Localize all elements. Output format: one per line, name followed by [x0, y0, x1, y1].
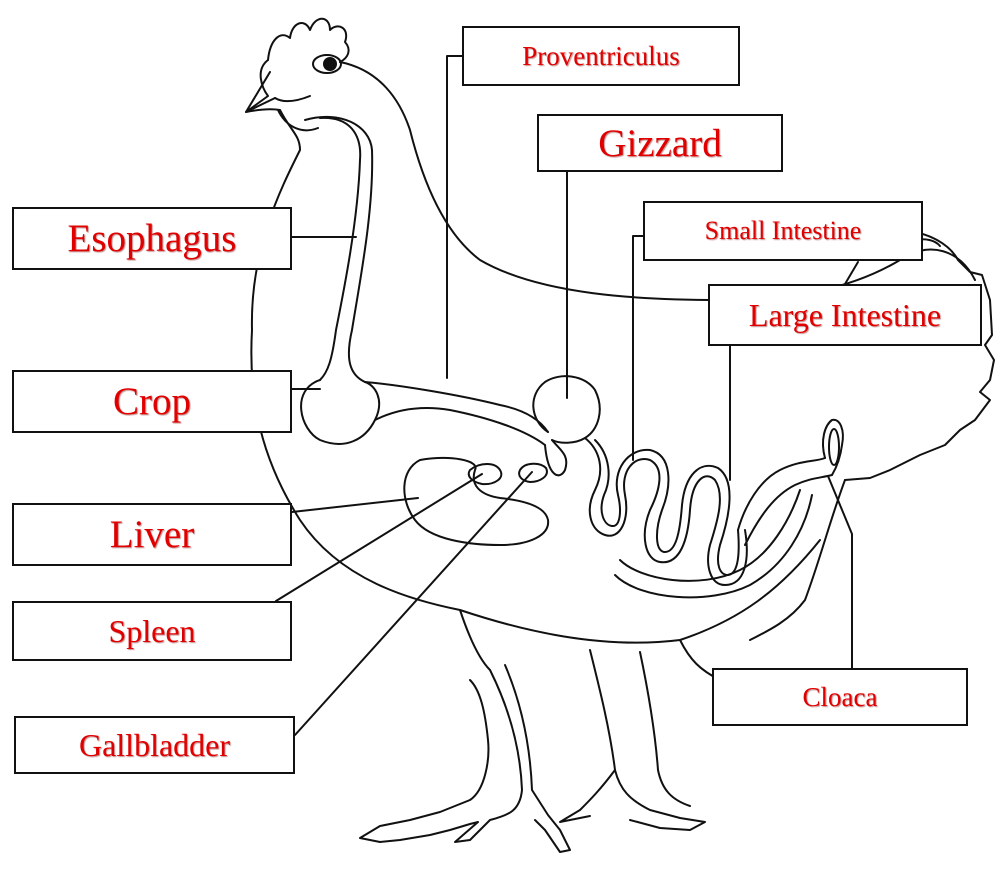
label-esophagus: Esophagus [12, 207, 292, 270]
label-large-intestine: Large Intestine [708, 284, 982, 346]
label-gallbladder-text: Gallbladder [79, 729, 230, 761]
label-cloaca: Cloaca [712, 668, 968, 726]
label-gallbladder: Gallbladder [14, 716, 295, 774]
label-spleen-text: Spleen [108, 615, 195, 647]
label-esophagus-text: Esophagus [68, 219, 237, 258]
leader-cloaca [828, 476, 852, 668]
label-cloaca-text: Cloaca [803, 684, 878, 711]
label-liver-text: Liver [110, 515, 194, 554]
leader-liver [292, 498, 418, 512]
label-gizzard: Gizzard [537, 114, 783, 172]
label-large-intestine-text: Large Intestine [749, 299, 941, 331]
label-small-intestine: Small Intestine [643, 201, 923, 261]
label-crop: Crop [12, 370, 292, 433]
label-crop-text: Crop [113, 382, 191, 421]
leader-gallbladder [295, 472, 532, 735]
digestive-tract [301, 117, 843, 597]
label-gizzard-text: Gizzard [598, 124, 721, 163]
label-small-intestine-text: Small Intestine [705, 218, 862, 244]
label-proventriculus: Proventriculus [462, 26, 740, 86]
label-spleen: Spleen [12, 601, 292, 661]
leader-small-intestine [633, 236, 643, 460]
leader-proventriculus [447, 56, 462, 378]
label-proventriculus-text: Proventriculus [522, 43, 679, 70]
leader-spleen [276, 474, 482, 601]
label-liver: Liver [12, 503, 292, 566]
